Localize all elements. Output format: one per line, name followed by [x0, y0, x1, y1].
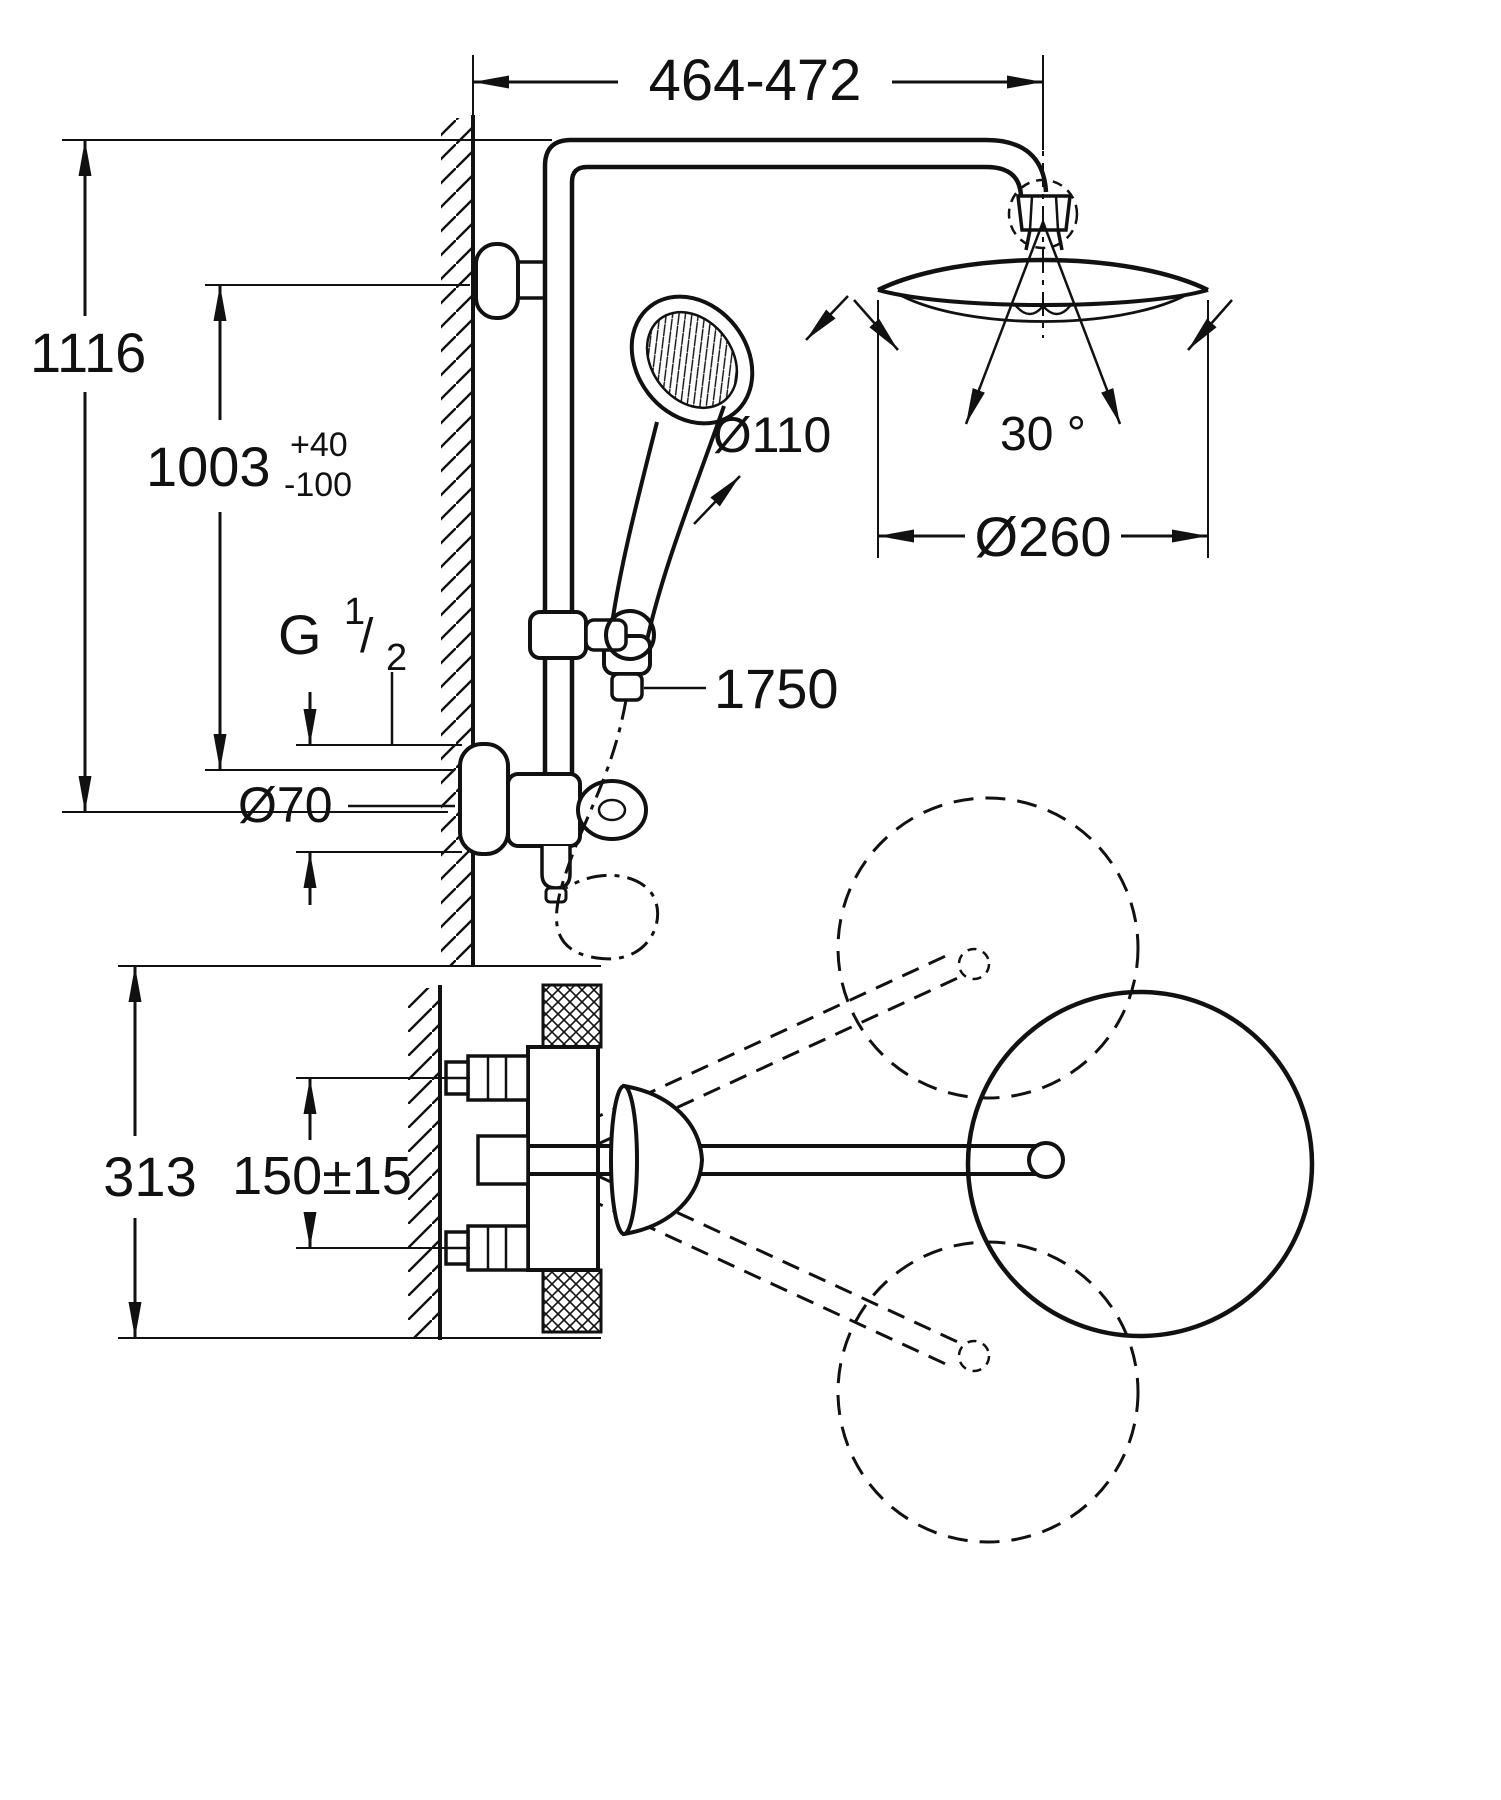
swivel-position-circle-upper	[836, 796, 1140, 1100]
tilt-arrow	[1187, 299, 1233, 351]
dim-valve-height	[118, 965, 601, 1339]
outlet-nipple	[544, 886, 568, 904]
label-escutcheon-dia: Ø70	[238, 777, 333, 833]
neck-line	[1024, 229, 1032, 251]
handle-contour	[644, 405, 726, 646]
swivel-arm-end-dashed	[957, 1339, 991, 1373]
pipe-inner-line	[569, 164, 986, 774]
mixer-body	[506, 772, 582, 848]
dim-width-range	[472, 55, 1044, 150]
thermostat-mixer	[458, 742, 648, 904]
label-thread-slash: /	[360, 610, 374, 663]
dim-height-rail	[205, 284, 470, 771]
hose-outlet	[540, 846, 572, 890]
mixer-handle	[576, 779, 648, 841]
shower-hose	[555, 699, 660, 961]
hand-shower-holder	[528, 609, 656, 661]
valve-plate	[526, 1045, 600, 1272]
label-thread-denominator: 2	[386, 637, 407, 679]
label-headshower-dia: Ø260	[975, 505, 1112, 568]
tilt-arrow	[853, 299, 899, 351]
label-thread-letter: G	[278, 603, 322, 666]
rail-clamp	[528, 610, 588, 660]
escutcheon	[458, 742, 510, 856]
wall-section-block	[541, 1268, 603, 1334]
label-swivel-angle: 30 °	[1000, 408, 1086, 461]
angle-line	[1041, 221, 1122, 425]
dim-head-dia	[877, 300, 1209, 558]
arrow-line	[805, 295, 849, 341]
valve-side-view	[444, 1045, 600, 1272]
dim-hand-dia	[693, 295, 849, 525]
shower-riser-pipe	[542, 137, 1049, 774]
connection-bottom	[466, 1224, 530, 1272]
label-connection-spacing: 150±15	[232, 1146, 412, 1206]
shower-arm-side	[528, 989, 1315, 1339]
swivel-arm-end-dashed	[957, 947, 991, 981]
nut-facet-line	[1028, 195, 1034, 231]
dim-escutcheon	[296, 692, 462, 905]
holder-ring	[604, 609, 656, 661]
label-handshower-dia: Ø110	[713, 407, 832, 463]
connection-top	[466, 1054, 530, 1102]
angle-line	[964, 221, 1045, 425]
wall-hatching	[408, 988, 440, 1338]
wall-bracket	[474, 242, 546, 320]
neck-line	[1056, 229, 1064, 251]
nut-facet-line	[1054, 195, 1060, 231]
label-hose-length: 1750	[714, 657, 839, 720]
hose-nipple	[610, 672, 644, 702]
hand-shower	[602, 294, 755, 702]
label-valve-height: 313	[103, 1145, 196, 1208]
head-profile-rim	[609, 1084, 639, 1236]
wall-section-block	[541, 983, 603, 1049]
pipe-outer-line	[542, 137, 986, 774]
label-height-total: 1116	[30, 321, 146, 384]
arm-elbow-inner	[985, 164, 1024, 197]
arm-elbow-outer	[985, 137, 1049, 193]
label-height-rail: 1003	[146, 435, 271, 498]
label-height-rail-tol-plus: +40	[290, 426, 348, 464]
head-face-circle	[965, 989, 1315, 1339]
handle-contour	[608, 421, 659, 639]
label-height-rail-tol-minus: -100	[284, 466, 352, 504]
dim-height-total	[62, 139, 552, 813]
label-thread-numerator: 1	[344, 591, 365, 633]
wall-lower	[408, 983, 603, 1340]
bracket-flange	[474, 242, 520, 320]
dim-swivel-angle	[853, 221, 1233, 425]
handle-cap-detail	[597, 798, 627, 822]
arrow-line	[693, 475, 741, 525]
dim-connection-spacing	[296, 1077, 470, 1249]
swivel-position-circle-lower	[836, 1240, 1140, 1544]
label-width-range: 464-472	[649, 48, 862, 113]
spray-plate-contour	[901, 294, 1185, 323]
arm-end-ball	[1027, 1141, 1065, 1179]
hand-shower-face	[645, 310, 739, 410]
outlet-block	[476, 1134, 530, 1186]
head-shower	[877, 120, 1209, 338]
